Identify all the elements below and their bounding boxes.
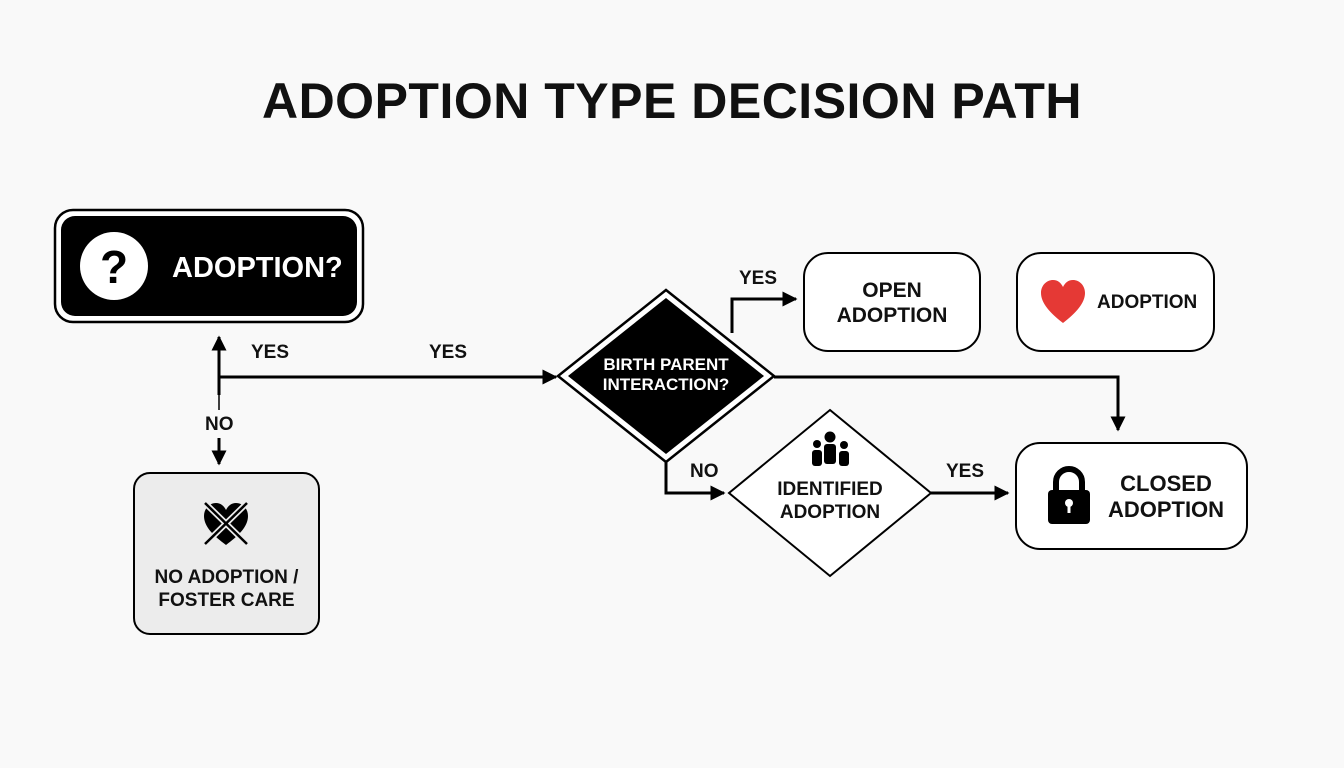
birth-parent-line2: INTERACTION? — [602, 375, 730, 395]
adoption-legend-node — [1016, 252, 1215, 352]
edge-label-start-no: NO — [205, 414, 234, 435]
svg-text:?: ? — [100, 241, 128, 293]
question-mark-icon — [80, 232, 148, 300]
open-adoption-node — [803, 252, 981, 352]
broken-heart-icon — [202, 500, 250, 547]
open-adoption-label: OPEN ADOPTION — [804, 278, 980, 328]
edge-label-start-yes: YES — [251, 342, 290, 363]
start-label: ADOPTION? — [172, 252, 343, 284]
closed-line1: CLOSED — [1120, 471, 1212, 496]
heart-icon — [1041, 280, 1085, 323]
edge-label-identified-yes: YES — [946, 461, 985, 482]
edge-label-main-yes: YES — [429, 342, 468, 363]
closed-adoption-node — [1015, 442, 1248, 550]
identified-label: IDENTIFIED ADOPTION — [750, 479, 910, 525]
connector-closed — [774, 375, 1126, 432]
birth-parent-label: BIRTH PARENT INTERACTION? — [586, 355, 746, 396]
closed-adoption-label: CLOSED ADOPTION — [1098, 471, 1234, 524]
padlock-icon — [1048, 466, 1090, 524]
adoption-legend-label: ADOPTION — [1097, 292, 1198, 313]
start-node: ? — [53, 208, 365, 324]
identified-node — [727, 408, 933, 578]
no-adoption-node — [133, 472, 320, 635]
birth-parent-node — [555, 288, 777, 464]
connector-identified — [664, 462, 726, 501]
open-adoption-line2: ADOPTION — [836, 304, 948, 328]
connector-open — [730, 291, 798, 333]
identified-line2: ADOPTION — [779, 501, 881, 523]
family-icon — [812, 431, 849, 466]
open-adoption-line1: OPEN — [862, 279, 922, 302]
no-adoption-line2: FOSTER CARE — [158, 589, 295, 611]
closed-line2: ADOPTION — [1107, 497, 1225, 523]
edge-label-bp-no: NO — [690, 461, 719, 482]
edge-label-open-yes: YES — [739, 268, 778, 289]
no-adoption-label: NO ADOPTION / FOSTER CARE — [134, 567, 319, 613]
no-adoption-line1: NO ADOPTION / — [154, 567, 299, 588]
page-title: ADOPTION TYPE DECISION PATH — [261, 73, 1083, 129]
connector-start — [211, 335, 558, 466]
identified-line1: IDENTIFIED — [777, 479, 883, 500]
birth-parent-line1: BIRTH PARENT — [603, 355, 729, 374]
